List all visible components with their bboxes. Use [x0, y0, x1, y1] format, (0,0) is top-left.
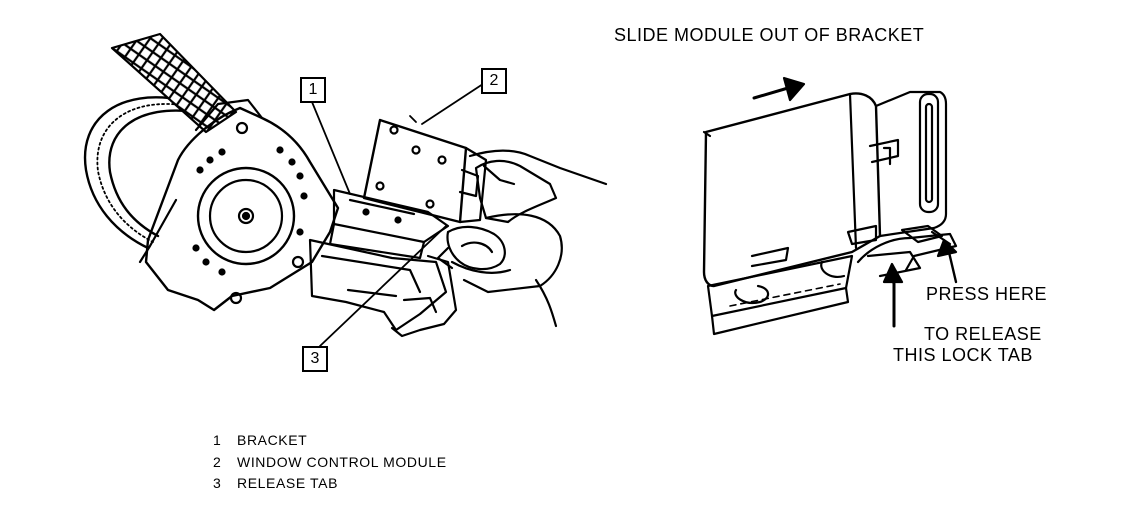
callout-leaders	[311, 81, 487, 347]
legend-number: 3	[213, 475, 222, 491]
legend-number: 1	[213, 432, 222, 448]
callout-1: 1	[300, 77, 326, 103]
module-bracket	[706, 224, 958, 336]
legend-number: 2	[213, 454, 222, 470]
press-here-arrow	[936, 238, 958, 284]
module-removal-illustration	[702, 76, 958, 336]
control-module-body	[702, 90, 948, 288]
slide-module-title: SLIDE MODULE OUT OF BRACKET	[614, 25, 925, 45]
technician-hands	[436, 149, 608, 328]
lock-tab-arrow	[882, 262, 904, 328]
legend-item-bracket: 1 BRACKET	[213, 432, 307, 448]
legend-label: BRACKET	[237, 432, 308, 448]
regulator-cable-loop	[83, 96, 198, 250]
slide-direction-arrow	[752, 76, 806, 102]
legend-label: WINDOW CONTROL MODULE	[237, 454, 447, 470]
window-regulator-illustration	[83, 32, 608, 347]
regulator-motor-housing	[138, 98, 340, 312]
bracket-drawing	[328, 188, 450, 260]
release-instruction-line1: TO RELEASE	[924, 324, 1042, 344]
callout-3: 3	[302, 346, 328, 372]
legend-item-release-tab: 3 RELEASE TAB	[213, 475, 338, 491]
legend-label: RELEASE TAB	[237, 475, 339, 491]
press-here-label: PRESS HERE	[926, 284, 1048, 304]
regulator-arm	[308, 238, 458, 338]
release-instruction-line2: THIS LOCK TAB	[893, 345, 1033, 365]
braided-cable	[110, 32, 238, 134]
callout-2: 2	[481, 68, 507, 94]
legend-item-window-control-module: 2 WINDOW CONTROL MODULE	[213, 454, 447, 470]
